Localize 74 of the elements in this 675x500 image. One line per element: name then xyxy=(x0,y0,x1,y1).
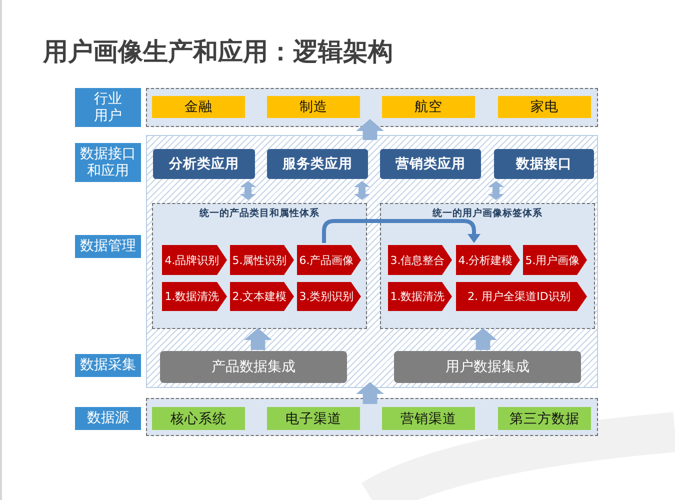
step-label: 5.用户画像 xyxy=(525,252,581,268)
block-arrow xyxy=(356,119,384,140)
process-step xyxy=(297,245,361,275)
step-label: 5.属性识别 xyxy=(232,252,288,268)
application-label: 数据接口 xyxy=(516,155,572,173)
layer-label: 数据采集 xyxy=(80,357,136,374)
source-tile xyxy=(382,407,475,430)
source-label: 第三方数据 xyxy=(510,410,580,428)
source-label: 营销渠道 xyxy=(400,410,456,428)
source-label: 电子渠道 xyxy=(286,410,342,428)
double-arrow xyxy=(354,181,370,200)
block-arrow xyxy=(469,328,497,350)
dashed-panel xyxy=(146,88,598,127)
process-step xyxy=(297,282,361,311)
integration-tile xyxy=(394,351,581,383)
industry-label: 家电 xyxy=(530,98,558,116)
process-step xyxy=(162,245,227,275)
layer-tag xyxy=(75,354,141,377)
diagram-title: 用户画像生产和应用：逻辑架构 xyxy=(43,37,393,67)
step-label: 3.信息整合 xyxy=(390,252,446,268)
integration-label: 用户数据集成 xyxy=(446,358,530,376)
integration-label: 产品数据集成 xyxy=(212,358,296,376)
block-arrow xyxy=(356,382,384,404)
layer-tag xyxy=(75,235,141,258)
step-label: 6.产品画像 xyxy=(299,252,355,268)
dashed-group-panel xyxy=(380,203,595,329)
industry-tile xyxy=(267,96,360,118)
step-label: 2. 用户全渠道ID识别 xyxy=(468,289,572,304)
step-label: 2.文本建模 xyxy=(232,289,288,304)
industry-label: 金融 xyxy=(184,98,212,116)
group-heading: 统一的用户画像标签体系 xyxy=(431,208,544,219)
application-tile xyxy=(267,149,368,179)
step-label: 1.数据清洗 xyxy=(390,289,446,304)
block-arrow xyxy=(244,328,272,350)
integration-tile xyxy=(160,351,347,383)
process-step xyxy=(456,245,520,275)
application-label: 服务类应用 xyxy=(282,155,352,173)
process-step xyxy=(162,282,227,311)
industry-tile xyxy=(152,96,245,118)
layer-label: 数据源 xyxy=(87,410,129,427)
double-arrow xyxy=(240,181,256,200)
layer-label: 行业用户 xyxy=(92,91,123,124)
process-step xyxy=(388,245,452,275)
step-label: 1.数据清洗 xyxy=(164,289,220,304)
step-label: 4.分析建模 xyxy=(458,252,514,268)
layer-tag xyxy=(75,407,141,430)
application-label: 分析类应用 xyxy=(169,155,239,173)
layer-label: 数据管理 xyxy=(80,238,136,255)
application-tile xyxy=(153,149,255,179)
dashed-panel xyxy=(146,398,598,436)
industry-label: 航空 xyxy=(414,98,442,116)
application-label: 营销类应用 xyxy=(396,155,466,173)
process-step xyxy=(523,245,587,275)
source-tile xyxy=(152,407,245,430)
process-step xyxy=(230,245,294,275)
process-step xyxy=(230,282,294,311)
double-arrow xyxy=(488,181,504,200)
step-label: 4.品牌识别 xyxy=(164,252,220,268)
process-step xyxy=(456,282,587,311)
application-tile xyxy=(494,149,594,179)
hatched-panel xyxy=(146,135,598,388)
industry-tile xyxy=(382,96,475,118)
source-tile xyxy=(267,407,360,430)
dashed-group-panel xyxy=(152,203,367,329)
layer-label: 数据接口和应用 xyxy=(78,146,137,179)
step-label: 3.类别识别 xyxy=(299,289,355,304)
source-label: 核心系统 xyxy=(170,410,226,428)
group-heading: 统一的产品类目和属性体系 xyxy=(198,208,320,219)
layer-tag xyxy=(75,88,141,127)
industry-label: 制造 xyxy=(300,98,328,116)
process-step xyxy=(388,282,452,311)
application-tile xyxy=(380,149,481,179)
source-tile xyxy=(498,407,591,430)
industry-tile xyxy=(498,96,591,118)
